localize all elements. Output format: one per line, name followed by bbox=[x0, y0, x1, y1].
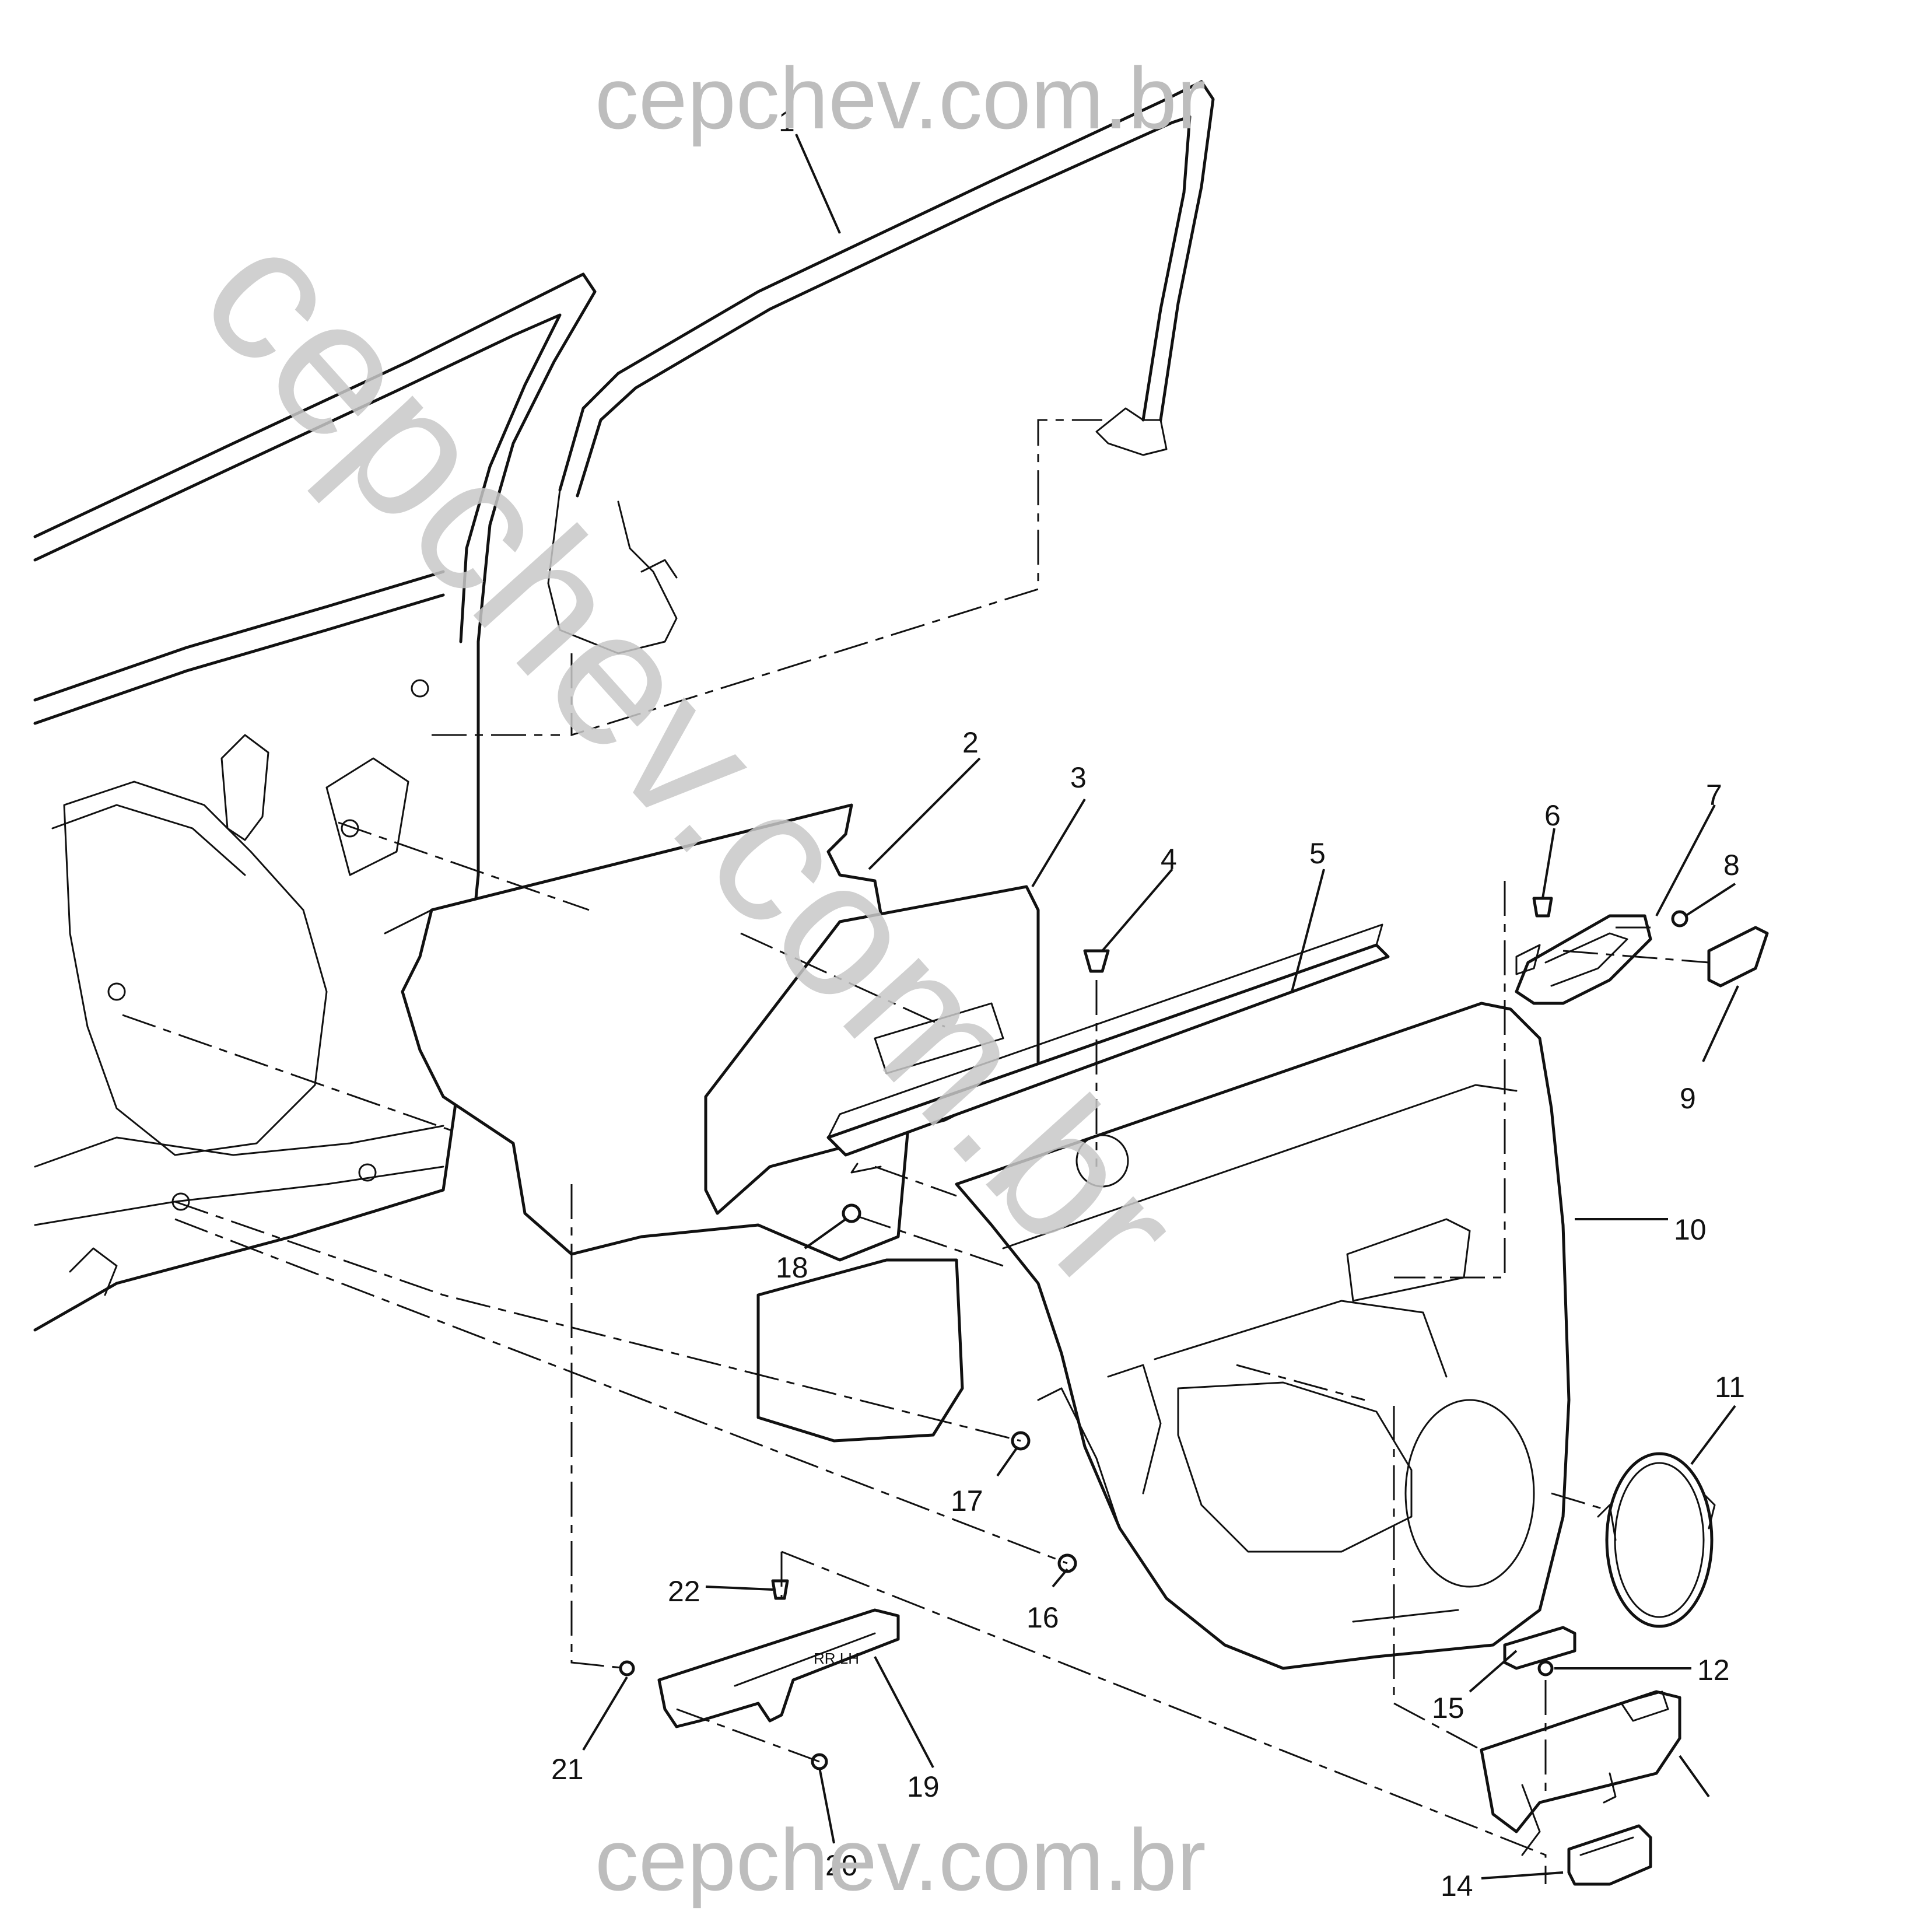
callout-21: 21 bbox=[551, 1753, 584, 1786]
callout-5: 5 bbox=[1309, 837, 1326, 870]
callout-1: 1 bbox=[779, 105, 795, 138]
callout-12: 12 bbox=[1697, 1654, 1730, 1686]
callout-15: 15 bbox=[1432, 1692, 1464, 1724]
callout-2: 2 bbox=[962, 726, 979, 759]
callout-22: 22 bbox=[668, 1575, 700, 1608]
leader-lines bbox=[582, 134, 1739, 1880]
door-frame bbox=[33, 272, 597, 1332]
callout-17: 17 bbox=[951, 1485, 983, 1517]
callout-11: 11 bbox=[1715, 1371, 1745, 1404]
pad bbox=[1503, 1626, 1576, 1670]
speaker-grille-ring bbox=[1597, 1452, 1716, 1628]
callout-6: 6 bbox=[1544, 799, 1561, 832]
callout-8: 8 bbox=[1723, 849, 1740, 881]
handle-cover bbox=[1707, 926, 1769, 988]
fastener-6 bbox=[1532, 897, 1553, 918]
callout-16: 16 bbox=[1026, 1601, 1059, 1634]
callout-18: 18 bbox=[776, 1251, 808, 1284]
window-weatherstrip bbox=[547, 80, 1215, 654]
fastener-18 bbox=[842, 1203, 861, 1223]
insulator-panel bbox=[704, 885, 1040, 1443]
watermark-bottom: cepchev.com.br bbox=[595, 1811, 1206, 1909]
callout-14: 14 bbox=[1441, 1870, 1473, 1902]
callout-7: 7 bbox=[1706, 779, 1722, 811]
fastener-4 bbox=[1083, 949, 1110, 973]
window-switch-bezel bbox=[1480, 1690, 1681, 1856]
belt-sealing-strip bbox=[826, 923, 1390, 1174]
watermark-top: cepchev.com.br bbox=[595, 49, 1206, 147]
door-trim-panel bbox=[955, 1002, 1571, 1670]
callout-19: 19 bbox=[907, 1770, 940, 1803]
callout-20: 20 bbox=[825, 1849, 858, 1882]
alignment-lines bbox=[122, 419, 1709, 1884]
callout-10: 10 bbox=[1674, 1213, 1707, 1246]
fastener-8 bbox=[1671, 910, 1688, 928]
callout-3: 3 bbox=[1070, 761, 1087, 794]
fastener-22 bbox=[771, 1579, 789, 1600]
bracket-label: RR LH bbox=[814, 1650, 859, 1667]
callout-numbers: 1 2 3 4 5 6 7 8 9 10 11 12 14 15 16 17 1… bbox=[551, 105, 1745, 1902]
window-switch bbox=[1567, 1824, 1652, 1886]
inside-handle-bezel bbox=[1515, 914, 1652, 1005]
pull-handle-bracket bbox=[657, 1608, 900, 1728]
fastener-12 bbox=[1537, 1660, 1554, 1676]
callout-9: 9 bbox=[1680, 1082, 1696, 1115]
fastener-21 bbox=[619, 1660, 635, 1676]
callout-4: 4 bbox=[1161, 843, 1177, 876]
